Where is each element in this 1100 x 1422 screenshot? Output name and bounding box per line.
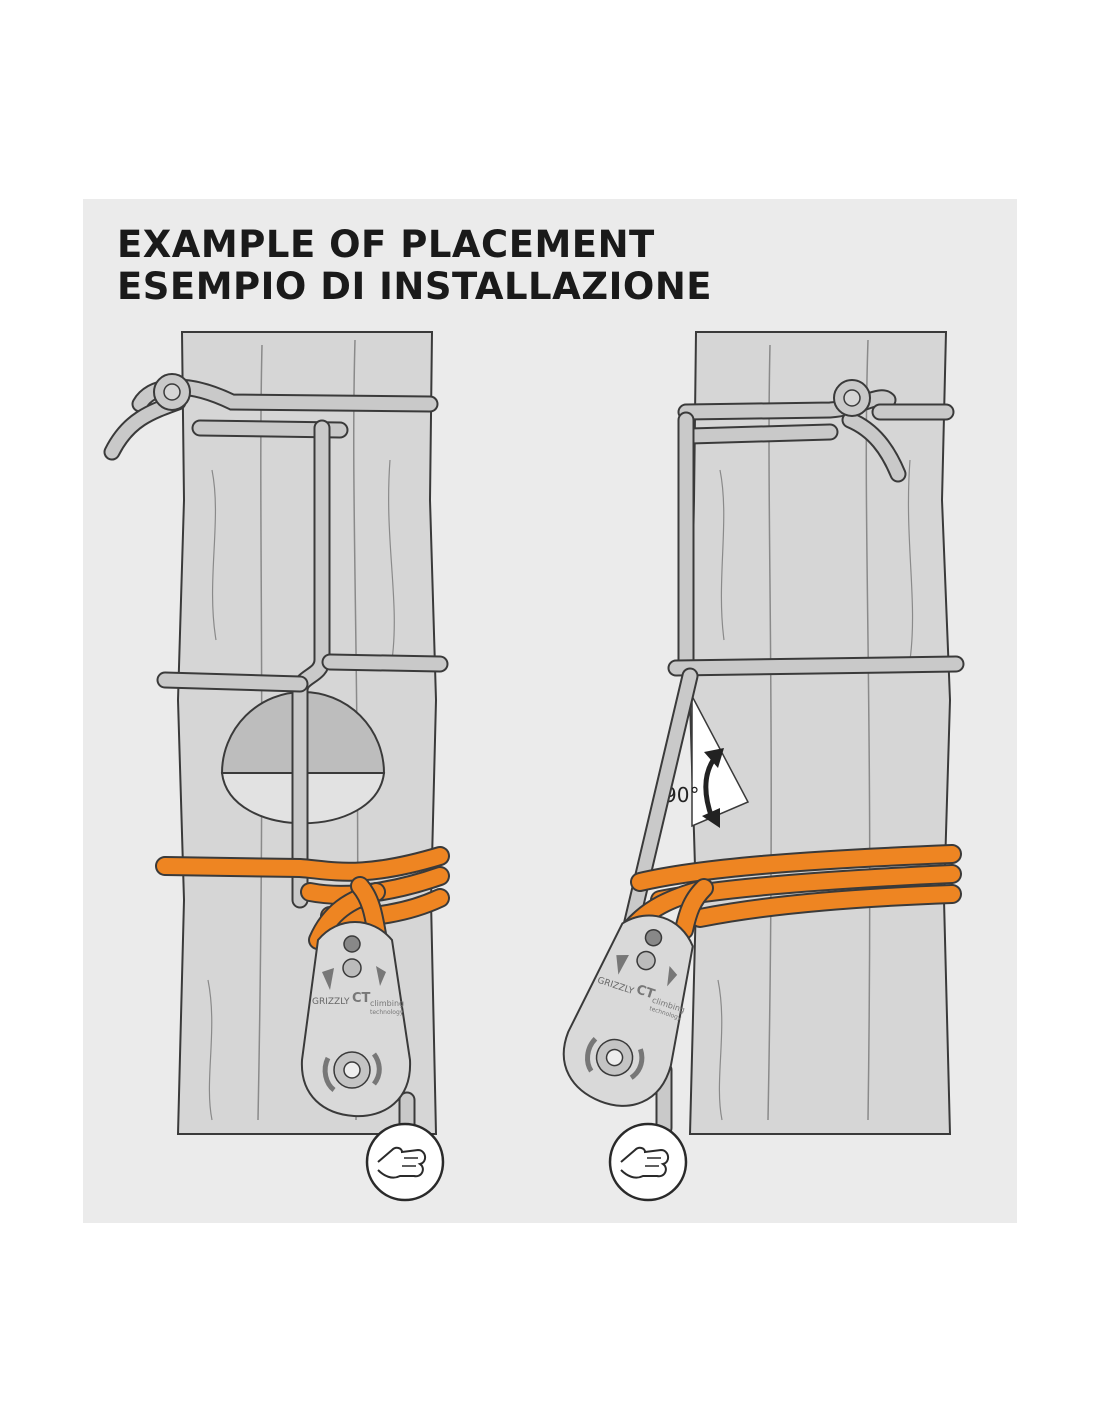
left-pulley-brand-logo: CT — [352, 991, 371, 1006]
right-grey-rope — [621, 379, 965, 1137]
left-pulley: GRIZZLY CT climbing technology — [300, 921, 412, 1118]
left-pulley-brand-line2: technology — [370, 1009, 404, 1016]
title-english: EXAMPLE OF PLACEMENT — [117, 223, 655, 266]
fist-brake-icon-right — [608, 1122, 688, 1202]
left-pulley-model-label: GRIZZLY — [312, 997, 350, 1007]
right-pulley: GRIZZLY CT climbing technology — [562, 914, 694, 1107]
right-trunk — [688, 331, 952, 1135]
title-italian: ESEMPIO DI INSTALLAZIONE — [117, 265, 713, 308]
fist-brake-icon-left — [365, 1122, 445, 1202]
left-pulley-brand-line1: climbing — [370, 999, 404, 1008]
right-pulley-brand-logo: CT — [634, 982, 656, 1002]
left-orange-sling — [155, 846, 450, 950]
